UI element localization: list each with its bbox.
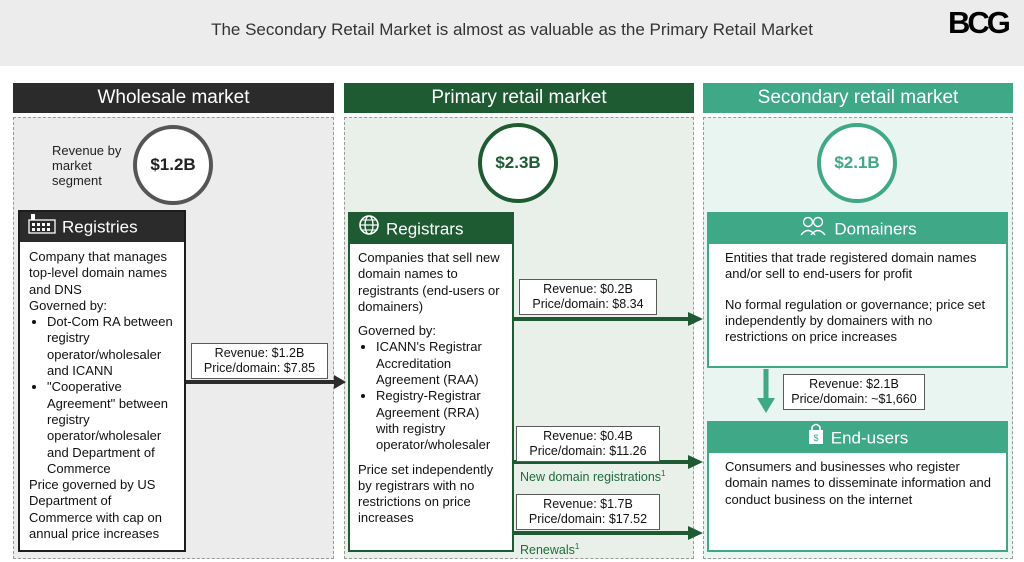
secondary-header: Secondary retail market xyxy=(703,83,1013,113)
flow-revenue: Revenue: $0.2B xyxy=(543,282,633,296)
endusers-header: $ End-users xyxy=(709,423,1006,453)
flow-info-wholesale: Revenue: $1.2B Price/domain: $7.85 xyxy=(191,343,328,379)
registries-bullet: Dot-Com RA between registry operator/who… xyxy=(47,314,176,379)
arrow-head xyxy=(688,526,703,540)
wholesale-header: Wholesale market xyxy=(13,83,334,113)
flow-revenue: Revenue: $0.4B xyxy=(543,429,633,443)
secondary-revenue-circle: $2.1B xyxy=(817,123,897,203)
endusers-box: $ End-users Consumers and businesses who… xyxy=(707,421,1008,552)
globe-icon xyxy=(358,214,380,246)
new-registrations-label: New domain registrations1 xyxy=(520,469,666,485)
domainers-regulation: No formal regulation or governance; pric… xyxy=(725,296,986,345)
wholesale-revenue-circle: $1.2B xyxy=(133,125,213,205)
flow-price: Price/domain: ~$1,660 xyxy=(791,392,917,406)
shopping-bag-icon: $ xyxy=(807,423,825,455)
flow-price: Price/domain: $17.52 xyxy=(528,512,648,526)
registries-box: Registries Company that manages top-leve… xyxy=(18,210,186,552)
domainers-body: Entities that trade registered domain na… xyxy=(709,244,1006,345)
arrow-head xyxy=(757,398,775,413)
registries-price: Price governed by US Department of Comme… xyxy=(29,477,162,542)
people-icon xyxy=(798,214,828,246)
flow-info-domainers: Revenue: $0.2B Price/domain: $8.34 xyxy=(519,279,657,315)
bcg-logo: BCG xyxy=(948,5,1011,40)
endusers-body: Consumers and businesses who register do… xyxy=(709,453,1006,508)
registries-body: Company that manages top-level domain na… xyxy=(20,242,184,542)
endusers-title: End-users xyxy=(830,428,909,448)
domainers-title: Domainers xyxy=(834,219,917,239)
flow-info-endusers: Revenue: $2.1B Price/domain: ~$1,660 xyxy=(783,374,925,410)
renewals-label: Renewals1 xyxy=(520,542,580,558)
registries-header: Registries xyxy=(20,212,184,242)
flow-info-new-registrations: Revenue: $0.4B Price/domain: $11.26 xyxy=(516,426,660,462)
revenue-by-segment-label: Revenue by market segment xyxy=(52,143,122,188)
page-title: The Secondary Retail Market is almost as… xyxy=(211,20,813,39)
registrars-bullet: ICANN's Registrar Accreditation Agreemen… xyxy=(376,339,506,388)
flow-revenue: Revenue: $2.1B xyxy=(809,377,899,391)
primary-revenue-circle: $2.3B xyxy=(478,123,558,203)
svg-text:$: $ xyxy=(813,433,818,443)
registrars-body: Companies that sell new domain names to … xyxy=(350,244,512,527)
registrars-bullet: Registry-Registrar Agreement (RRA) with … xyxy=(376,388,506,453)
primary-header: Primary retail market xyxy=(344,83,694,113)
registrars-box: Registrars Companies that sell new domai… xyxy=(348,212,514,552)
flow-info-renewals: Revenue: $1.7B Price/domain: $17.52 xyxy=(516,494,660,530)
registrars-governed-by: Governed by: xyxy=(358,323,437,339)
flow-revenue: Revenue: $1.7B xyxy=(543,497,633,511)
registries-desc: Company that manages top-level domain na… xyxy=(29,249,168,297)
registries-bullet: "Cooperative Agreement" between registry… xyxy=(47,379,176,477)
endusers-desc: Consumers and businesses who register do… xyxy=(725,459,991,507)
registrars-header: Registrars xyxy=(350,214,512,244)
registries-governed-by: Governed by: xyxy=(29,297,108,313)
header-bar xyxy=(0,0,1024,66)
arrow-head xyxy=(334,375,346,389)
registrars-price: Price set independently by registrars wi… xyxy=(358,461,494,526)
registries-title: Registries xyxy=(62,217,138,237)
domainers-desc: Entities that trade registered domain na… xyxy=(725,250,977,282)
flow-revenue: Revenue: $1.2B xyxy=(214,346,305,360)
flow-price: Price/domain: $7.85 xyxy=(203,361,316,375)
flow-price: Price/domain: $8.34 xyxy=(532,297,644,311)
arrow-head xyxy=(688,455,703,469)
building-icon xyxy=(28,212,56,244)
flow-price: Price/domain: $11.26 xyxy=(529,444,647,458)
registrars-desc: Companies that sell new domain names to … xyxy=(358,250,500,314)
registrars-title: Registrars xyxy=(386,219,464,239)
arrow-head xyxy=(688,312,703,326)
domainers-header: Domainers xyxy=(709,214,1006,244)
domainers-box: Domainers Entities that trade registered… xyxy=(707,212,1008,368)
